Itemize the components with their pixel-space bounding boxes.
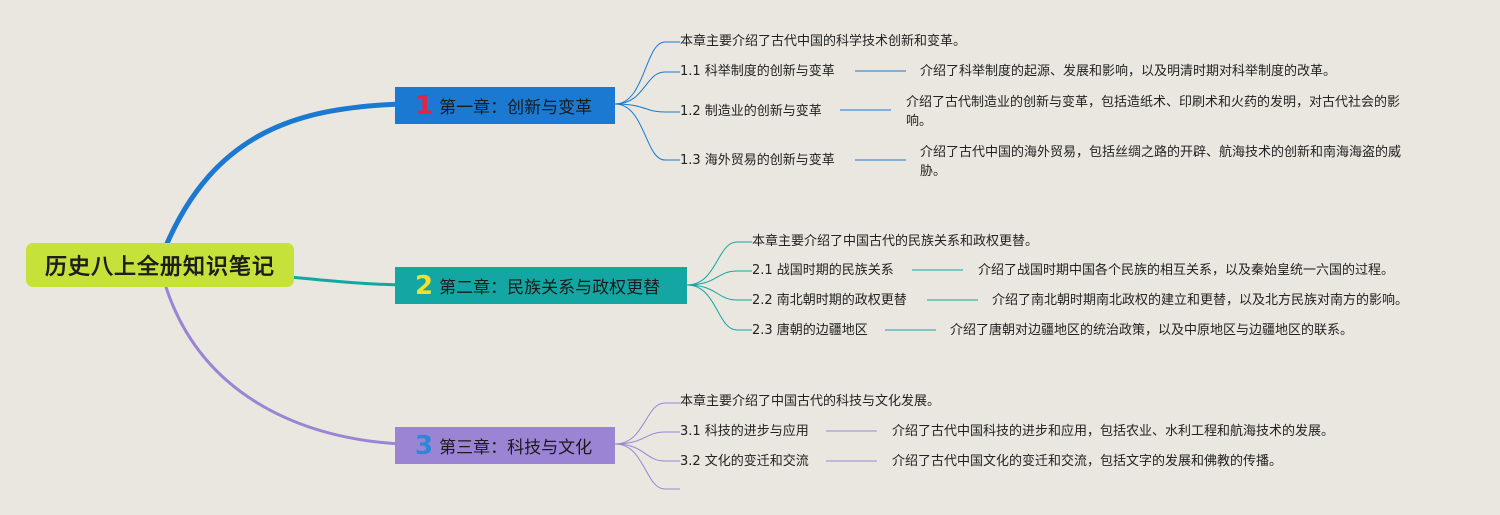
chapter-1-intro[interactable]: 本章主要介绍了古代中国的科学技术创新和变革。 <box>680 34 967 49</box>
section-3-1-title[interactable]: 3.1 科技的进步与应用 <box>680 424 809 439</box>
branch-line-chapter-2 <box>278 274 402 287</box>
section-1-3-desc[interactable]: 介绍了古代中国的海外贸易，包括丝绸之路的开辟、航海技术的创新和南海海盗的威胁。 <box>920 145 1402 179</box>
section-3-1-desc[interactable]: 介绍了古代中国科技的进步和应用，包括农业、水利工程和航海技术的发展。 <box>892 424 1335 439</box>
section-3-2-desc[interactable]: 介绍了古代中国文化的变迁和交流，包括文字的发展和佛教的传播。 <box>892 454 1283 469</box>
chapter-2-intro[interactable]: 本章主要介绍了中国古代的民族关系和政权更替。 <box>752 234 1039 249</box>
chapter-2-number-icon: 2 <box>415 270 434 301</box>
branch-line-chapter-3 <box>163 282 402 446</box>
root-title: 历史八上全册知识笔记 <box>44 255 275 280</box>
chapter-2-title: 第二章：民族关系与政权更替 <box>439 278 661 298</box>
section-1-2-desc[interactable]: 介绍了古代制造业的创新与变革，包括造纸术、印刷术和火药的发明，对古代社会的影响。 <box>906 95 1401 129</box>
chapter-3-fan <box>614 402 877 490</box>
chapter-2-fan <box>686 241 978 331</box>
section-1-2-title[interactable]: 1.2 制造业的创新与变革 <box>680 104 822 119</box>
root-node[interactable]: 历史八上全册知识笔记 <box>26 243 294 287</box>
section-2-2-title[interactable]: 2.2 南北朝时期的政权更替 <box>752 293 907 308</box>
section-1-1-desc[interactable]: 介绍了科举制度的起源、发展和影响，以及明清时期对科举制度的改革。 <box>920 64 1337 79</box>
chapter-3-intro[interactable]: 本章主要介绍了中国古代的科技与文化发展。 <box>680 394 941 409</box>
section-2-3-title[interactable]: 2.3 唐朝的边疆地区 <box>752 323 868 338</box>
section-3-2-title[interactable]: 3.2 文化的变迁和交流 <box>680 454 809 469</box>
branch-line-chapter-1 <box>162 101 403 251</box>
chapter-1-fan <box>614 41 906 161</box>
chapter-3-title: 第三章：科技与文化 <box>439 438 593 458</box>
chapter-1-number-icon: 1 <box>415 90 434 121</box>
section-1-1-title[interactable]: 1.1 科举制度的创新与变革 <box>680 64 835 79</box>
chapter-2-node[interactable]: 2 第二章：民族关系与政权更替 <box>395 267 687 304</box>
chapter-1-title: 第一章：创新与变革 <box>439 98 593 118</box>
section-2-1-title[interactable]: 2.1 战国时期的民族关系 <box>752 263 894 278</box>
section-2-3-desc[interactable]: 介绍了唐朝对边疆地区的统治政策，以及中原地区与边疆地区的联系。 <box>950 323 1354 338</box>
chapter-1-node[interactable]: 1 第一章：创新与变革 <box>395 87 615 124</box>
section-1-3-title[interactable]: 1.3 海外贸易的创新与变革 <box>680 153 835 168</box>
section-2-2-desc[interactable]: 介绍了南北朝时期南北政权的建立和更替，以及北方民族对南方的影响。 <box>992 293 1409 308</box>
section-2-1-desc[interactable]: 介绍了战国时期中国各个民族的相互关系，以及秦始皇统一六国的过程。 <box>978 263 1395 278</box>
chapter-3-node[interactable]: 3 第三章：科技与文化 <box>395 427 615 464</box>
chapter-3-number-icon: 3 <box>415 430 434 461</box>
